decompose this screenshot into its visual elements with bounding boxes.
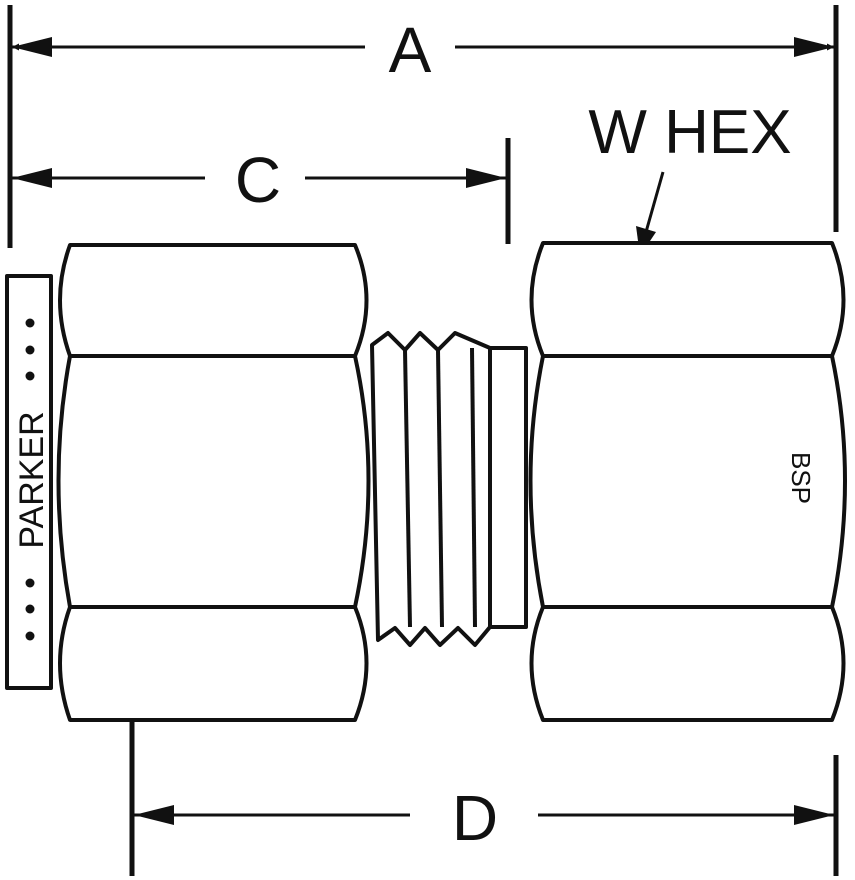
dimension-a-label: A [389,14,432,86]
w-hex-callout: W HEX [588,98,792,256]
w-hex-label: W HEX [588,98,791,167]
dimension-d: D [134,782,834,854]
ferrule-strip: PARKER [5,274,53,690]
parker-marking: PARKER [13,411,51,548]
right-hex-nut: BSP [528,241,847,722]
dots-bottom [25,578,35,641]
dots-top [25,318,35,381]
left-hex-nut [56,243,371,722]
dimension-c-label: C [235,144,281,216]
dimension-d-label: D [452,782,498,854]
thread-section [370,331,528,647]
dimension-a: A [12,14,834,86]
bsp-marking: BSP [786,452,816,504]
dimension-c: C [12,144,506,216]
